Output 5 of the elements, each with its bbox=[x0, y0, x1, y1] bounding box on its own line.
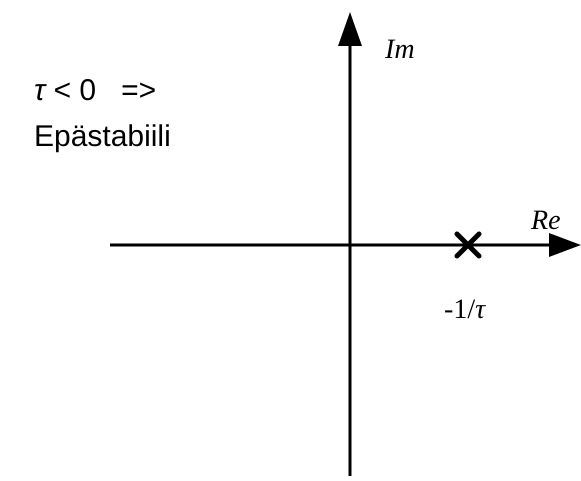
condition-text: τ < 0 => bbox=[34, 76, 156, 106]
axis-label: Re bbox=[531, 207, 561, 235]
pole-label: -1/τ bbox=[444, 296, 486, 324]
stability-text: Epästabiili bbox=[34, 122, 171, 152]
axis-label: Im bbox=[385, 36, 415, 64]
